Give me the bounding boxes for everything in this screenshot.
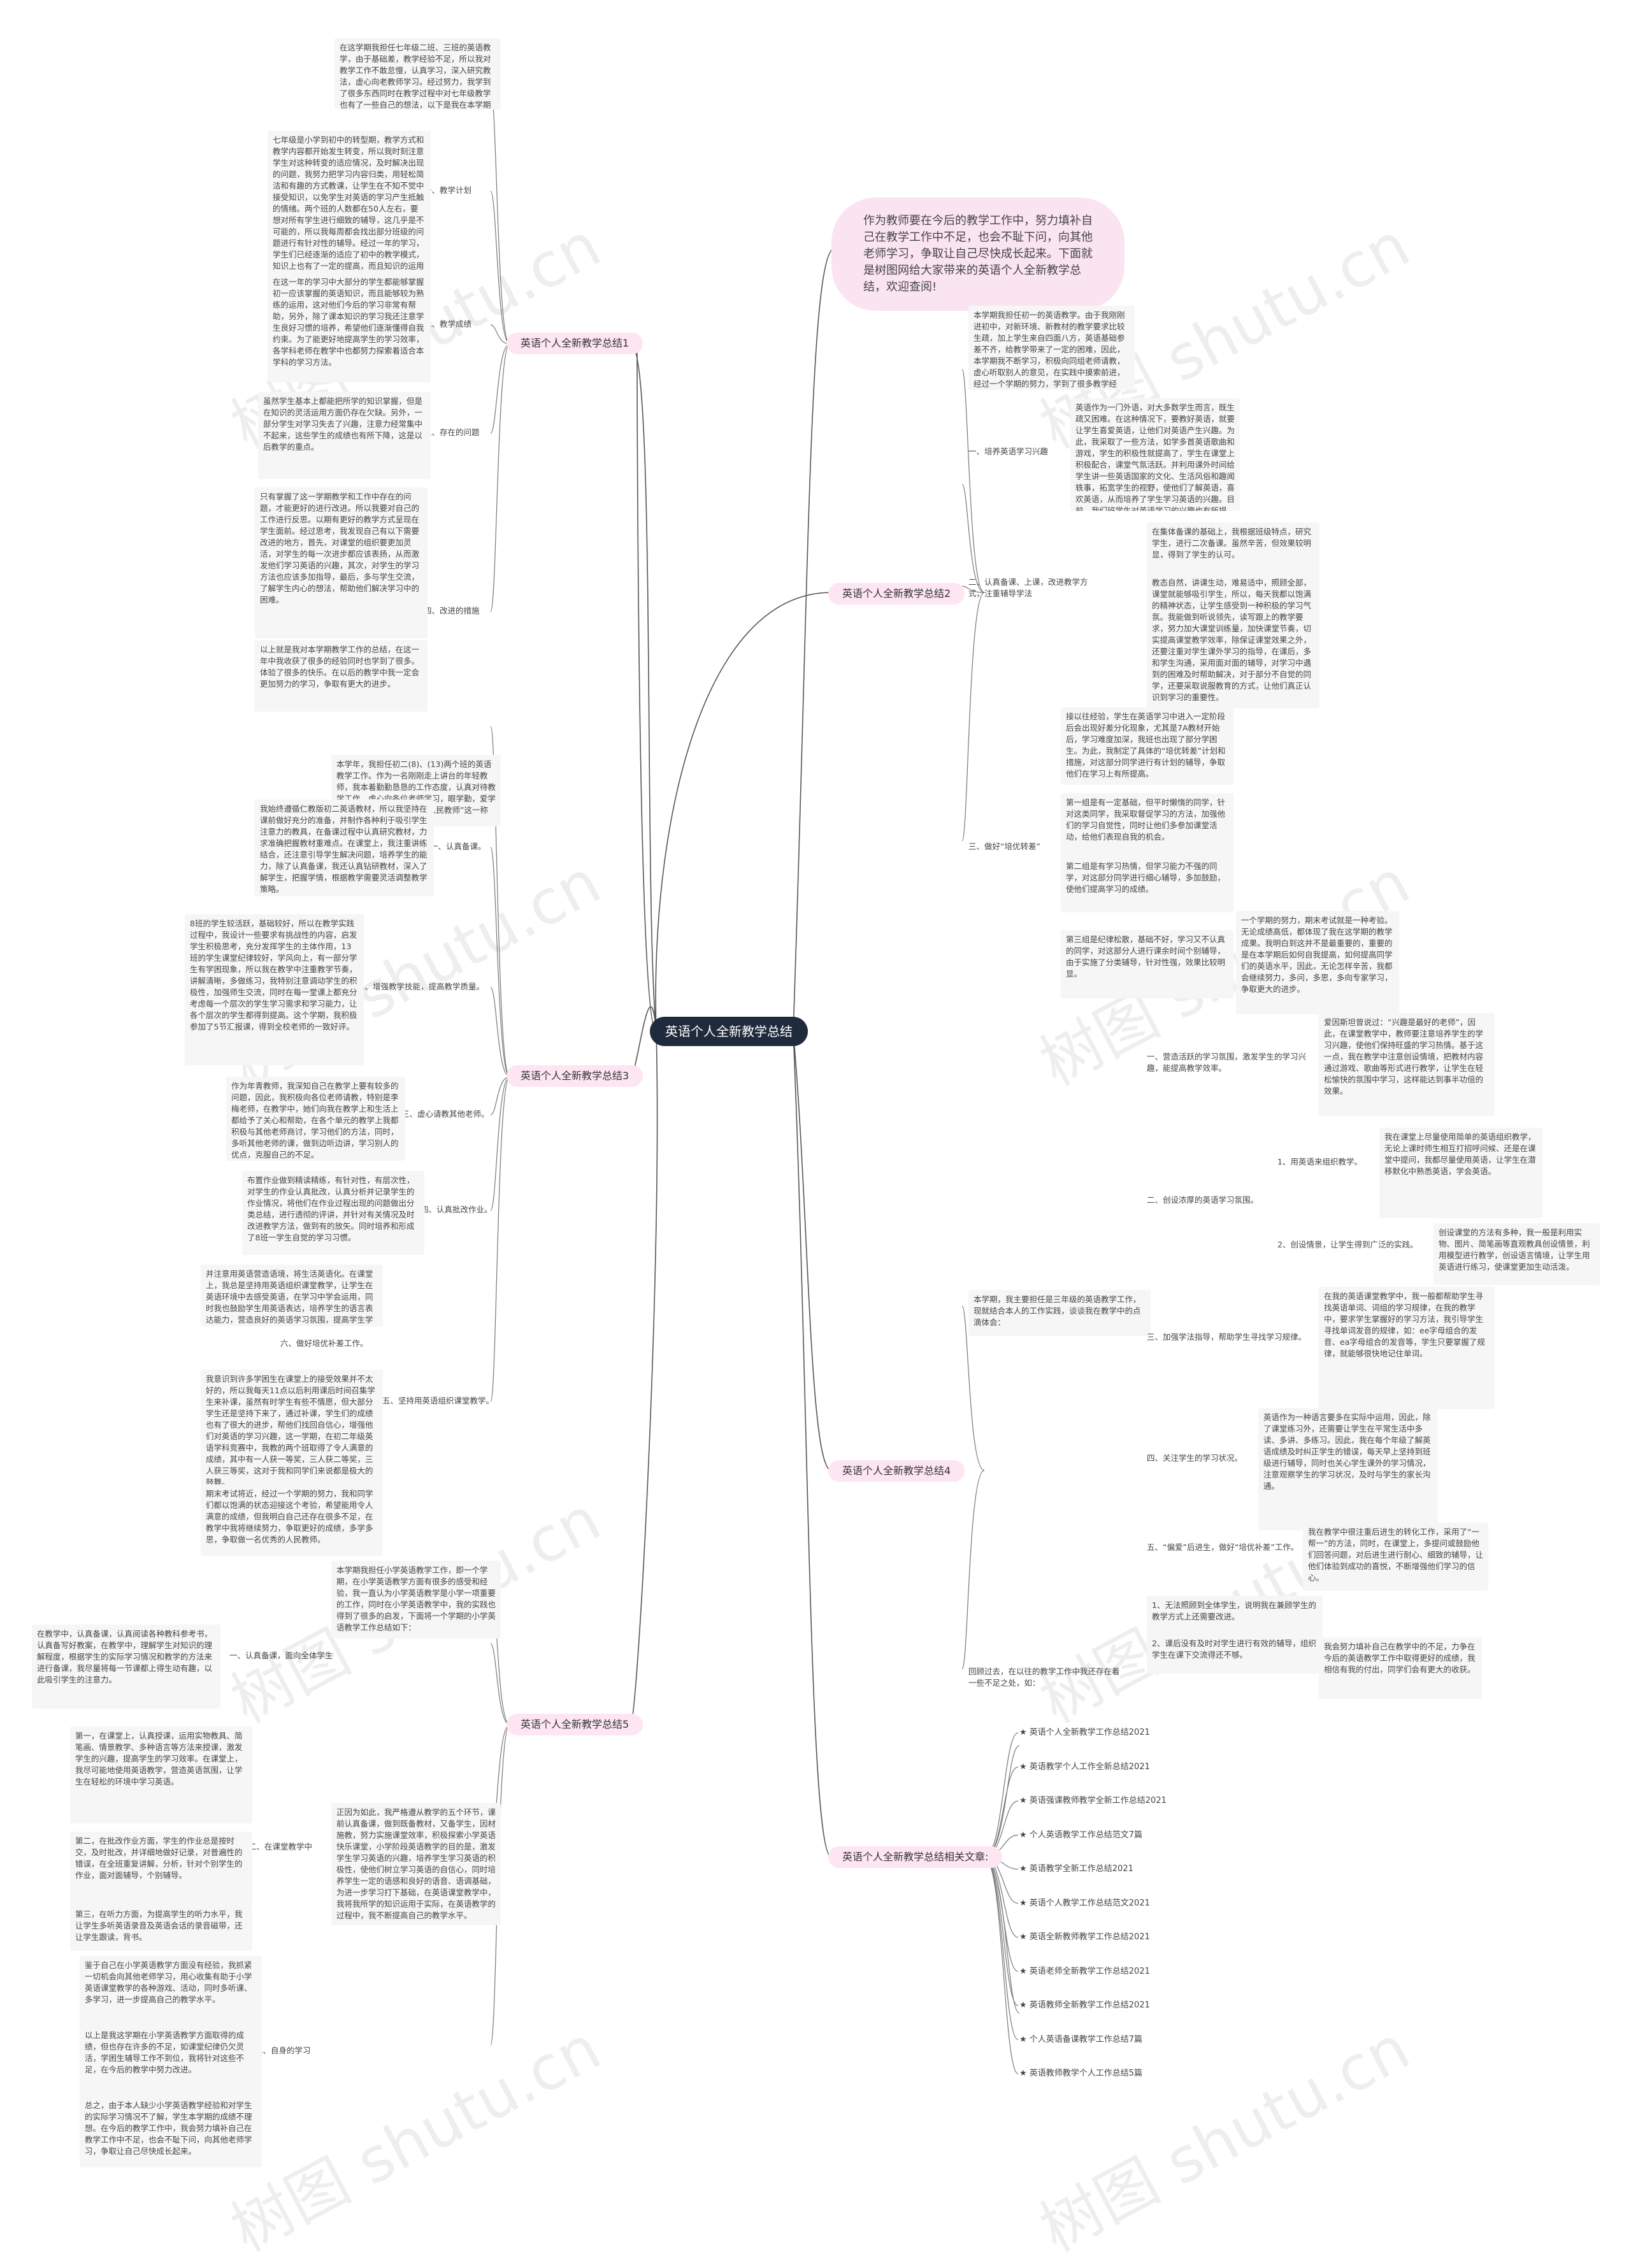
t5-intro: 本学期我担任小学英语教学工作，即一个学期，在小学英语教学方面有很多的感受和经验，… — [331, 1561, 501, 1639]
related-article-link[interactable]: ★ 英语教师教学个人工作总结5篇 — [1019, 2069, 1143, 2078]
topic-1[interactable]: 英语个人全新教学总结1 — [507, 333, 643, 354]
t2-branch-1-text: 英语作为一门外语，对大多数学生而言，既生疏又困难。在这种情况下，要教好英语，就要… — [1070, 398, 1240, 511]
t3-branch-1-text: 我始终遵循仁教版初二英语教材，所以我坚持在课前做好充分的准备，并制作各种利于吸引… — [255, 800, 434, 896]
topic-5[interactable]: 英语个人全新教学总结5 — [507, 1714, 643, 1735]
t3-branch-5-label: 五、坚持用英语组织课堂教学。 — [382, 1396, 494, 1405]
t2-branch-2-label: 二、认真备课、上课，改进教学方式，注重辅导学法 — [968, 577, 1088, 598]
t5-branch-3-text-b: 以上是我这学期在小学英语教学方面取得的成绩，但也存在许多的不足，如课堂纪律仍欠灵… — [80, 2026, 262, 2097]
intro-bubble: 作为教师要在今后的教学工作中，努力填补自己在教学工作中不足，也会不耻下问，向其他… — [831, 197, 1124, 311]
t4-branch-1-text: 爱因斯坦曾说过：“兴趣是最好的老师”，因此，在课堂教学中，教师要注意培养学生的学… — [1319, 1013, 1495, 1116]
t1-branch-4-text: 只有掌握了这一学期教学和工作中存在的问题，才能更好的进行改进。所以我要对自己的工… — [255, 487, 428, 638]
t5-branch-2-label: 二、在课堂教学中 — [248, 1842, 313, 1851]
t4-branch-2-sub1-label: 1、用英语来组织教学。 — [1277, 1157, 1362, 1166]
t4-branch-4-text: 英语作为一种语言要多在实际中运用，因此，除了课堂练习外，还需要让学生在平常生活中… — [1258, 1408, 1437, 1530]
t1-branch-4-label: 四、改进的措施 — [424, 606, 480, 615]
t4-branch-4-label: 四、关注学生的学习状况。 — [1147, 1453, 1243, 1463]
related-article-link[interactable]: ★ 英语教学个人工作全新总结2021 — [1019, 1762, 1150, 1772]
t2-branch-3-text-b: 第一组是有一定基础，但平时懒惰的同学，针对这类同学，我采取督促学习的方法，加强他… — [1061, 793, 1233, 861]
t5-branch-2-text-b: 第二，在批改作业方面，学生的作业总是按时交，及时批改，并详细地做好记录，对普遍性… — [70, 1832, 252, 1906]
t3-branch-2-label: 二、增强教学技能，提高教学质量。 — [357, 982, 485, 991]
topic-3[interactable]: 英语个人全新教学总结3 — [507, 1065, 643, 1087]
t4-branch-2-label: 二、创设浓厚的英语学习氛围。 — [1147, 1195, 1259, 1205]
t4-review-text: 我会努力填补自己在教学中的不足，力争在今后的英语教学工作中取得更好的成绩，我相信… — [1319, 1637, 1482, 1699]
t3-branch-3-text: 作为年青教师，我深知自己在教学上要有较多的问题，因此，我积极向各位老师请教，特别… — [226, 1077, 405, 1161]
t1-closing: 以上就是我对本学期教学工作的总结，在这一年中我收获了很多的经验同时也学到了很多。… — [255, 640, 428, 712]
t5-branch-1-text: 在教学中，认真备课，认真阅读各种教科参考书，认真备写好教案，在教学中，理解学生对… — [32, 1625, 220, 1709]
t3-branch-1-label: 一、认真备课。 — [430, 842, 486, 851]
related-article-link[interactable]: ★ 英语教学全新工作总结2021 — [1019, 1864, 1133, 1874]
related-article-link[interactable]: ★ 英语全新教师教学工作总结2021 — [1019, 1932, 1150, 1942]
t4-branch-5-label: 五、“偏爱”后进生，做好“培优补差”工作。 — [1147, 1542, 1299, 1552]
t2-branch-2-text-b: 教态自然，讲课生动，难易适中，照顾全部，课堂就能够吸引学生，所以，每天我都以饱满… — [1147, 573, 1319, 708]
t3-branch-5-text: 并注意用英语营造语境，将生活英语化。在课堂上，我总是坚持用英语组织课堂教学，让学… — [201, 1265, 383, 1326]
t1-branch-1-label: 一、教学计划 — [424, 185, 472, 195]
t4-review-label: 回顾过去，在以往的教学工作中我还存在着一些不足之处，如： — [968, 1667, 1120, 1688]
related-article-link[interactable]: ★ 英语强课教师教学全新工作总结2021 — [1019, 1796, 1167, 1805]
t4-review-1: 1、无法照顾到全体学生，说明我在兼顾学生的教学方式上还需要改进。 — [1147, 1596, 1323, 1635]
t5-branch-1-label: 一、认真备课，面向全体学生 — [229, 1651, 333, 1660]
related-article-link[interactable]: ★ 个人英语教学工作总结范文7篇 — [1019, 1830, 1143, 1840]
t4-branch-3-text: 在我的英语课堂教学中，我一般都帮助学生寻找英语单词、词组的学习规律，在我的教学中… — [1319, 1287, 1495, 1409]
t4-branch-2-sub2-label: 2、创设情景，让学生得到广泛的实践。 — [1277, 1240, 1418, 1249]
t2-branch-1-label: 一、培养英语学习兴趣 — [968, 447, 1049, 456]
t3-branch-4-label: 四、认真批改作业。 — [420, 1205, 492, 1214]
topic-2[interactable]: 英语个人全新教学总结2 — [828, 583, 965, 605]
connectors — [490, 89, 1020, 2074]
related-article-link[interactable]: ★ 个人英语备课教学工作总结7篇 — [1019, 2034, 1143, 2044]
related-article-link[interactable]: ★ 英语个人教学工作总结范文2021 — [1019, 1898, 1150, 1908]
t4-branch-5-text: 我在教学中很注重后进生的转化工作，采用了“一帮一”的方法，同时，在课堂上，多提问… — [1303, 1523, 1488, 1591]
related-edge — [984, 1856, 1019, 1938]
t4-branch-3-label: 三、加强学法指导，帮助学生寻找学习规律。 — [1147, 1332, 1307, 1342]
related-edge — [984, 1766, 1019, 1858]
topic-6-related[interactable]: 英语个人全新教学总结相关文章: — [828, 1846, 1003, 1868]
t1-branch-3-label: 三、存在的问题 — [424, 427, 480, 437]
t5-branch-2-right: 正因为如此，我严格遵从教学的五个环节，课前认真备课，做到既备教材，又备学生，因材… — [331, 1803, 501, 1925]
t1-branch-1-text: 七年级是小学到初中的转型期，教学方式和教学内容都开始发生转变，所以我时刻注意学生… — [268, 131, 431, 275]
related-article-link[interactable]: ★ 英语个人全新教学工作总结2021 — [1019, 1728, 1150, 1737]
topic-4[interactable]: 英语个人全新教学总结4 — [828, 1460, 965, 1482]
edge-root-t1 — [631, 343, 657, 1033]
t3-branch-2-text: 8班的学生较活跃，基础较好，所以在教学实践过程中，我设计一些要求有挑战性的内容，… — [185, 914, 364, 1065]
t4-branch-1-label: 一、营造活跃的学习氛围，激发学生的学习兴趣，能提高教学效率。 — [1147, 1052, 1307, 1073]
t5-branch-3-text-a: 鉴于自己在小学英语教学方面没有经验，我抓紧一切机会向其他老师学习，用心收集有助于… — [80, 1956, 262, 2027]
t5-branch-2-text-c: 第三，在听力方面，为提高学生的听力水平，我让学生多听英语录音及英语会话的录音磁带… — [70, 1905, 252, 1951]
t1-branch-3-text: 虽然学生基本上都能把所学的知识掌握，但是在知识的灵活运用方面仍存在欠缺。另外，一… — [258, 392, 431, 479]
t1-branch-2-label: 二、教学成绩 — [424, 319, 472, 329]
related-article-link[interactable]: ★ 英语教师全新教学工作总结2021 — [1019, 2000, 1150, 2010]
t2-branch-3-text-a: 接以往经验，学生在英语学习中进入一定阶段后会出现好差分化现象，尤其是7A教材开始… — [1061, 707, 1233, 785]
t1-intro: 在这学期我担任七年级二班、三班的英语教学，由于基础差，教学经验不足，所以我对教学… — [334, 38, 501, 110]
t4-branch-2-sub2-text: 创设课堂的方法有多种，我一般是利用实物、图片、简笔画等直观教具创设情景，利用模型… — [1433, 1223, 1600, 1285]
related-article-link[interactable]: ★ 英语老师全新教学工作总结2021 — [1019, 1966, 1150, 1976]
t5-branch-2-text-a: 第一，在课堂上，认真授课，运用实物教具、简笔画、情景教学、多种语言等方法来授课，… — [70, 1726, 252, 1823]
t4-branch-2-sub1-text: 我在课堂上尽量使用简单的英语组织教学，无论上课时师生相互打招呼问候、还是在课堂中… — [1379, 1128, 1542, 1218]
t2-branch-3-text-e: 一个学期的努力，期末考试就是一种考验。无论成绩高低，都体现了我在这学期的教学成果… — [1236, 911, 1399, 1014]
t5-branch-3-text-c: 总之，由于本人缺少小学英语教学经验和对学生的实际学习情况不了解，学生本学期的成绩… — [80, 2096, 262, 2167]
root-topic[interactable]: 英语个人全新教学总结 — [650, 1017, 808, 1046]
related-edge — [984, 1732, 1019, 1858]
t2-branch-3-text-c: 第二组是有学习热情，但学习能力不强的同学，对这部分同学进行细心辅导，多加鼓励，使… — [1061, 857, 1233, 912]
t3-branch-4-text: 布置作业做到精读精练，有针对性，有层次性，对学生的作业认真批改，认真分析并记录学… — [242, 1171, 424, 1255]
t5-branch-3-label: 三、自身的学习 — [255, 2046, 311, 2055]
t4-review-2: 2、课后没有及时对学生进行有效的辅导，组织学生在课下交流得还不够。 — [1147, 1634, 1323, 1674]
t4-intro: 本学期，我主要担任是三年级的英语教学工作，现就结合本人的工作实践，谈谈我在教学中… — [968, 1290, 1151, 1336]
t3-branch-6-text: 我意识到许多学困生在课堂上的接受效果并不太好的，所以我每天11点以后利用课后时间… — [201, 1370, 383, 1486]
t3-closing: 期末考试将近，经过一个学期的努力，我和同学们都以饱满的状态迎接这个考验，希望能用… — [201, 1484, 383, 1556]
t2-branch-3-text-d: 第三组是纪律松散，基础不好，学习又不认真的同学，对这部分人进行课余时间个别辅导，… — [1061, 930, 1233, 998]
mindmap-canvas: 树图 shutu.cn 树图 shutu.cn 树图 shutu.cn 树图 s… — [32, 38, 1600, 2265]
t3-branch-3-label: 三、虚心请教其他老师。 — [401, 1109, 489, 1119]
t3-branch-6-label: 六、做好培优补差工作。 — [280, 1339, 368, 1348]
t2-intro: 本学期我担任初一的英语教学。由于我刚刚进初中，对新环境、新教材的教学要求比较生疏… — [968, 306, 1135, 390]
t1-branch-2-text: 在这一年的学习中大部分的学生都能够掌握初一应该掌握的英语知识，而且能够较为熟练的… — [268, 273, 431, 382]
related-edge — [984, 1856, 1019, 1972]
t2-branch-2-text-a: 在集体备课的基础上，我根据班级特点，研究学生，进行二次备课。虽然辛苦，但效果较明… — [1147, 522, 1319, 575]
t2-branch-3-label: 三、做好“培优转差” — [968, 842, 1040, 851]
